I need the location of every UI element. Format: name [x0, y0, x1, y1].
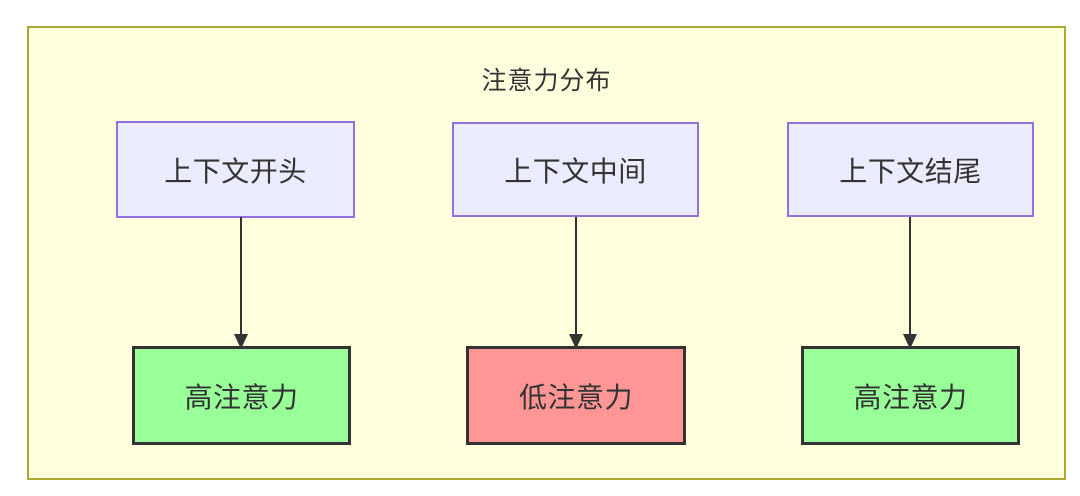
diagram-container: 注意力分布 上下文开头 上下文中间 上下文结尾 高注意力 低注意力 高注意力 [27, 26, 1066, 480]
arrow-down-icon [903, 217, 917, 349]
arrow-down-icon [234, 217, 248, 349]
node-high-attention-2: 高注意力 [801, 346, 1020, 445]
node-high-attention-1: 高注意力 [132, 346, 351, 445]
node-context-start: 上下文开头 [116, 121, 355, 218]
node-context-end: 上下文结尾 [787, 122, 1034, 217]
node-context-middle: 上下文中间 [452, 122, 699, 217]
node-low-attention: 低注意力 [466, 346, 686, 445]
diagram-title: 注意力分布 [481, 67, 612, 95]
arrow-down-icon [569, 217, 583, 349]
